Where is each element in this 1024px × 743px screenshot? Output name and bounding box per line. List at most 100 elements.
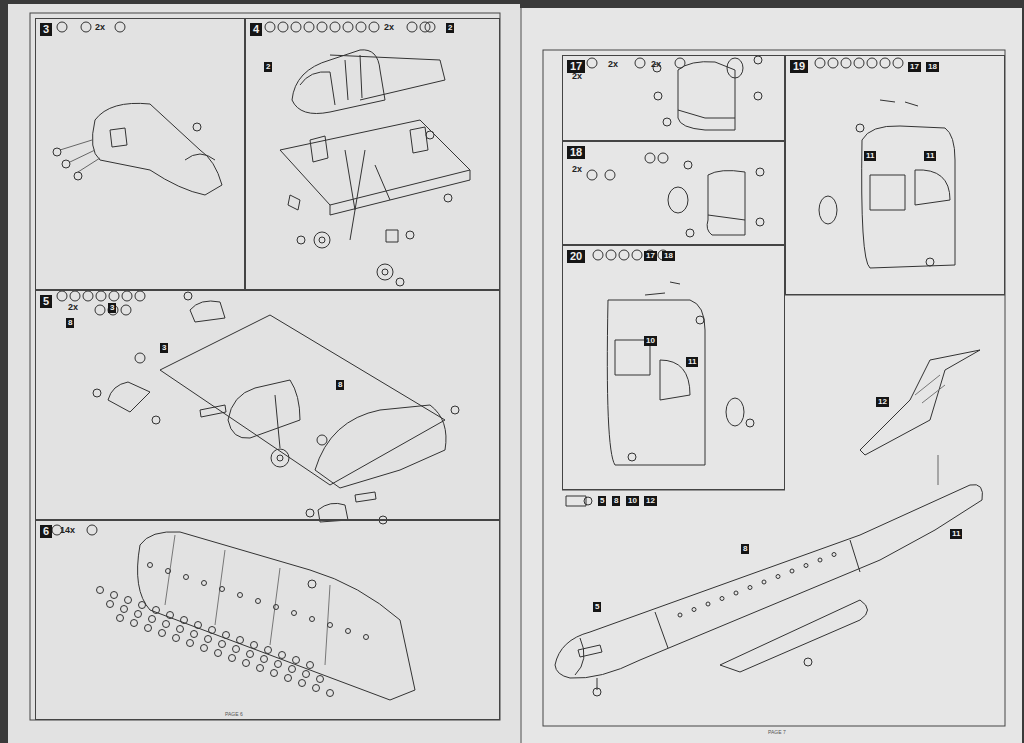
quantity-note: 2x [572, 71, 582, 82]
page-number: PAGE 7 [768, 729, 786, 735]
part-circle [675, 58, 685, 68]
part-circle [81, 22, 91, 32]
cockpit-part [292, 50, 385, 114]
part-circle [756, 168, 764, 176]
part-circle [684, 161, 692, 169]
part-circle [856, 124, 864, 132]
quantity-note: 2x [95, 22, 105, 33]
part-circle [135, 291, 145, 301]
part-number: 18 [926, 62, 939, 72]
window-hole [310, 617, 315, 622]
part-circle [635, 58, 645, 68]
part-circle [746, 419, 754, 427]
page-frame [543, 50, 1005, 726]
part-circle [304, 22, 314, 32]
window-hole [678, 613, 682, 617]
floor-plate [330, 55, 445, 100]
tail-section [607, 300, 705, 465]
intake-opening [615, 340, 690, 400]
part-circle [587, 170, 597, 180]
part-circle [426, 131, 434, 139]
window-part [317, 676, 324, 683]
part-circle [926, 258, 934, 266]
part-circle [696, 316, 704, 324]
part-number: 8 [336, 380, 344, 390]
part-circle [605, 170, 615, 180]
window-hole [238, 593, 243, 598]
window-part [167, 612, 174, 619]
floor-plate [280, 120, 470, 205]
part-circle [606, 250, 616, 260]
window-part [177, 626, 184, 633]
window-part [233, 646, 240, 653]
part-circle [74, 172, 82, 180]
part-circle [291, 22, 301, 32]
tail-section [862, 126, 955, 268]
part-number: 8 [612, 496, 620, 506]
wheel [277, 455, 283, 461]
fuselage [555, 485, 983, 679]
small-part [200, 405, 376, 502]
part-circle [297, 236, 305, 244]
part-circle [686, 229, 694, 237]
step-number: 3 [40, 23, 52, 36]
part-number: 3 [108, 303, 116, 313]
step-number: 4 [250, 23, 262, 36]
left-page [8, 4, 520, 743]
window-part [97, 587, 104, 594]
part-number: 2 [264, 62, 272, 72]
small-part [880, 100, 918, 106]
nacelle-detail [110, 128, 215, 160]
window-part [163, 621, 170, 628]
window-hole [762, 580, 766, 584]
part-number: 2 [446, 23, 454, 33]
step-number: 18 [567, 146, 585, 159]
window-hole [202, 581, 207, 586]
window-part [299, 680, 306, 687]
part-number: 5 [598, 496, 606, 506]
part-circle [880, 58, 890, 68]
part-circle [121, 305, 131, 315]
step-panel: 20 [562, 245, 785, 490]
window-part [181, 617, 188, 624]
wing-fairing [720, 600, 868, 672]
intake-ring [727, 58, 743, 78]
window-part [107, 601, 114, 608]
tail-fin [860, 350, 980, 455]
small-part [645, 282, 680, 295]
window-part [135, 611, 142, 618]
part-circle [278, 22, 288, 32]
window-part [265, 647, 272, 654]
right-page [522, 8, 1022, 743]
part-circle [654, 92, 662, 100]
part-number: 8 [66, 318, 74, 328]
part-circle [193, 123, 201, 131]
part-circle [53, 148, 61, 156]
part-circle [663, 118, 671, 126]
wheel [314, 232, 330, 248]
part-circle [83, 291, 93, 301]
panel-line [165, 535, 330, 665]
step-number: 6 [40, 525, 52, 538]
part-circle [396, 278, 404, 286]
part-circle [135, 353, 145, 363]
intake-ring [819, 196, 837, 224]
panel-line [575, 540, 860, 675]
leader-line [938, 455, 939, 485]
window-part [117, 615, 124, 622]
part-circle [308, 580, 316, 588]
part-circle [658, 153, 668, 163]
part-circle [645, 153, 655, 163]
part-number: 8 [741, 544, 749, 554]
part-number: 11 [950, 529, 962, 539]
part-circle [841, 58, 851, 68]
part-circle [867, 58, 877, 68]
window-part [121, 606, 128, 613]
gear-door [386, 230, 398, 242]
part-circle [317, 22, 327, 32]
step-number: 20 [567, 250, 585, 263]
windshield [578, 645, 602, 657]
